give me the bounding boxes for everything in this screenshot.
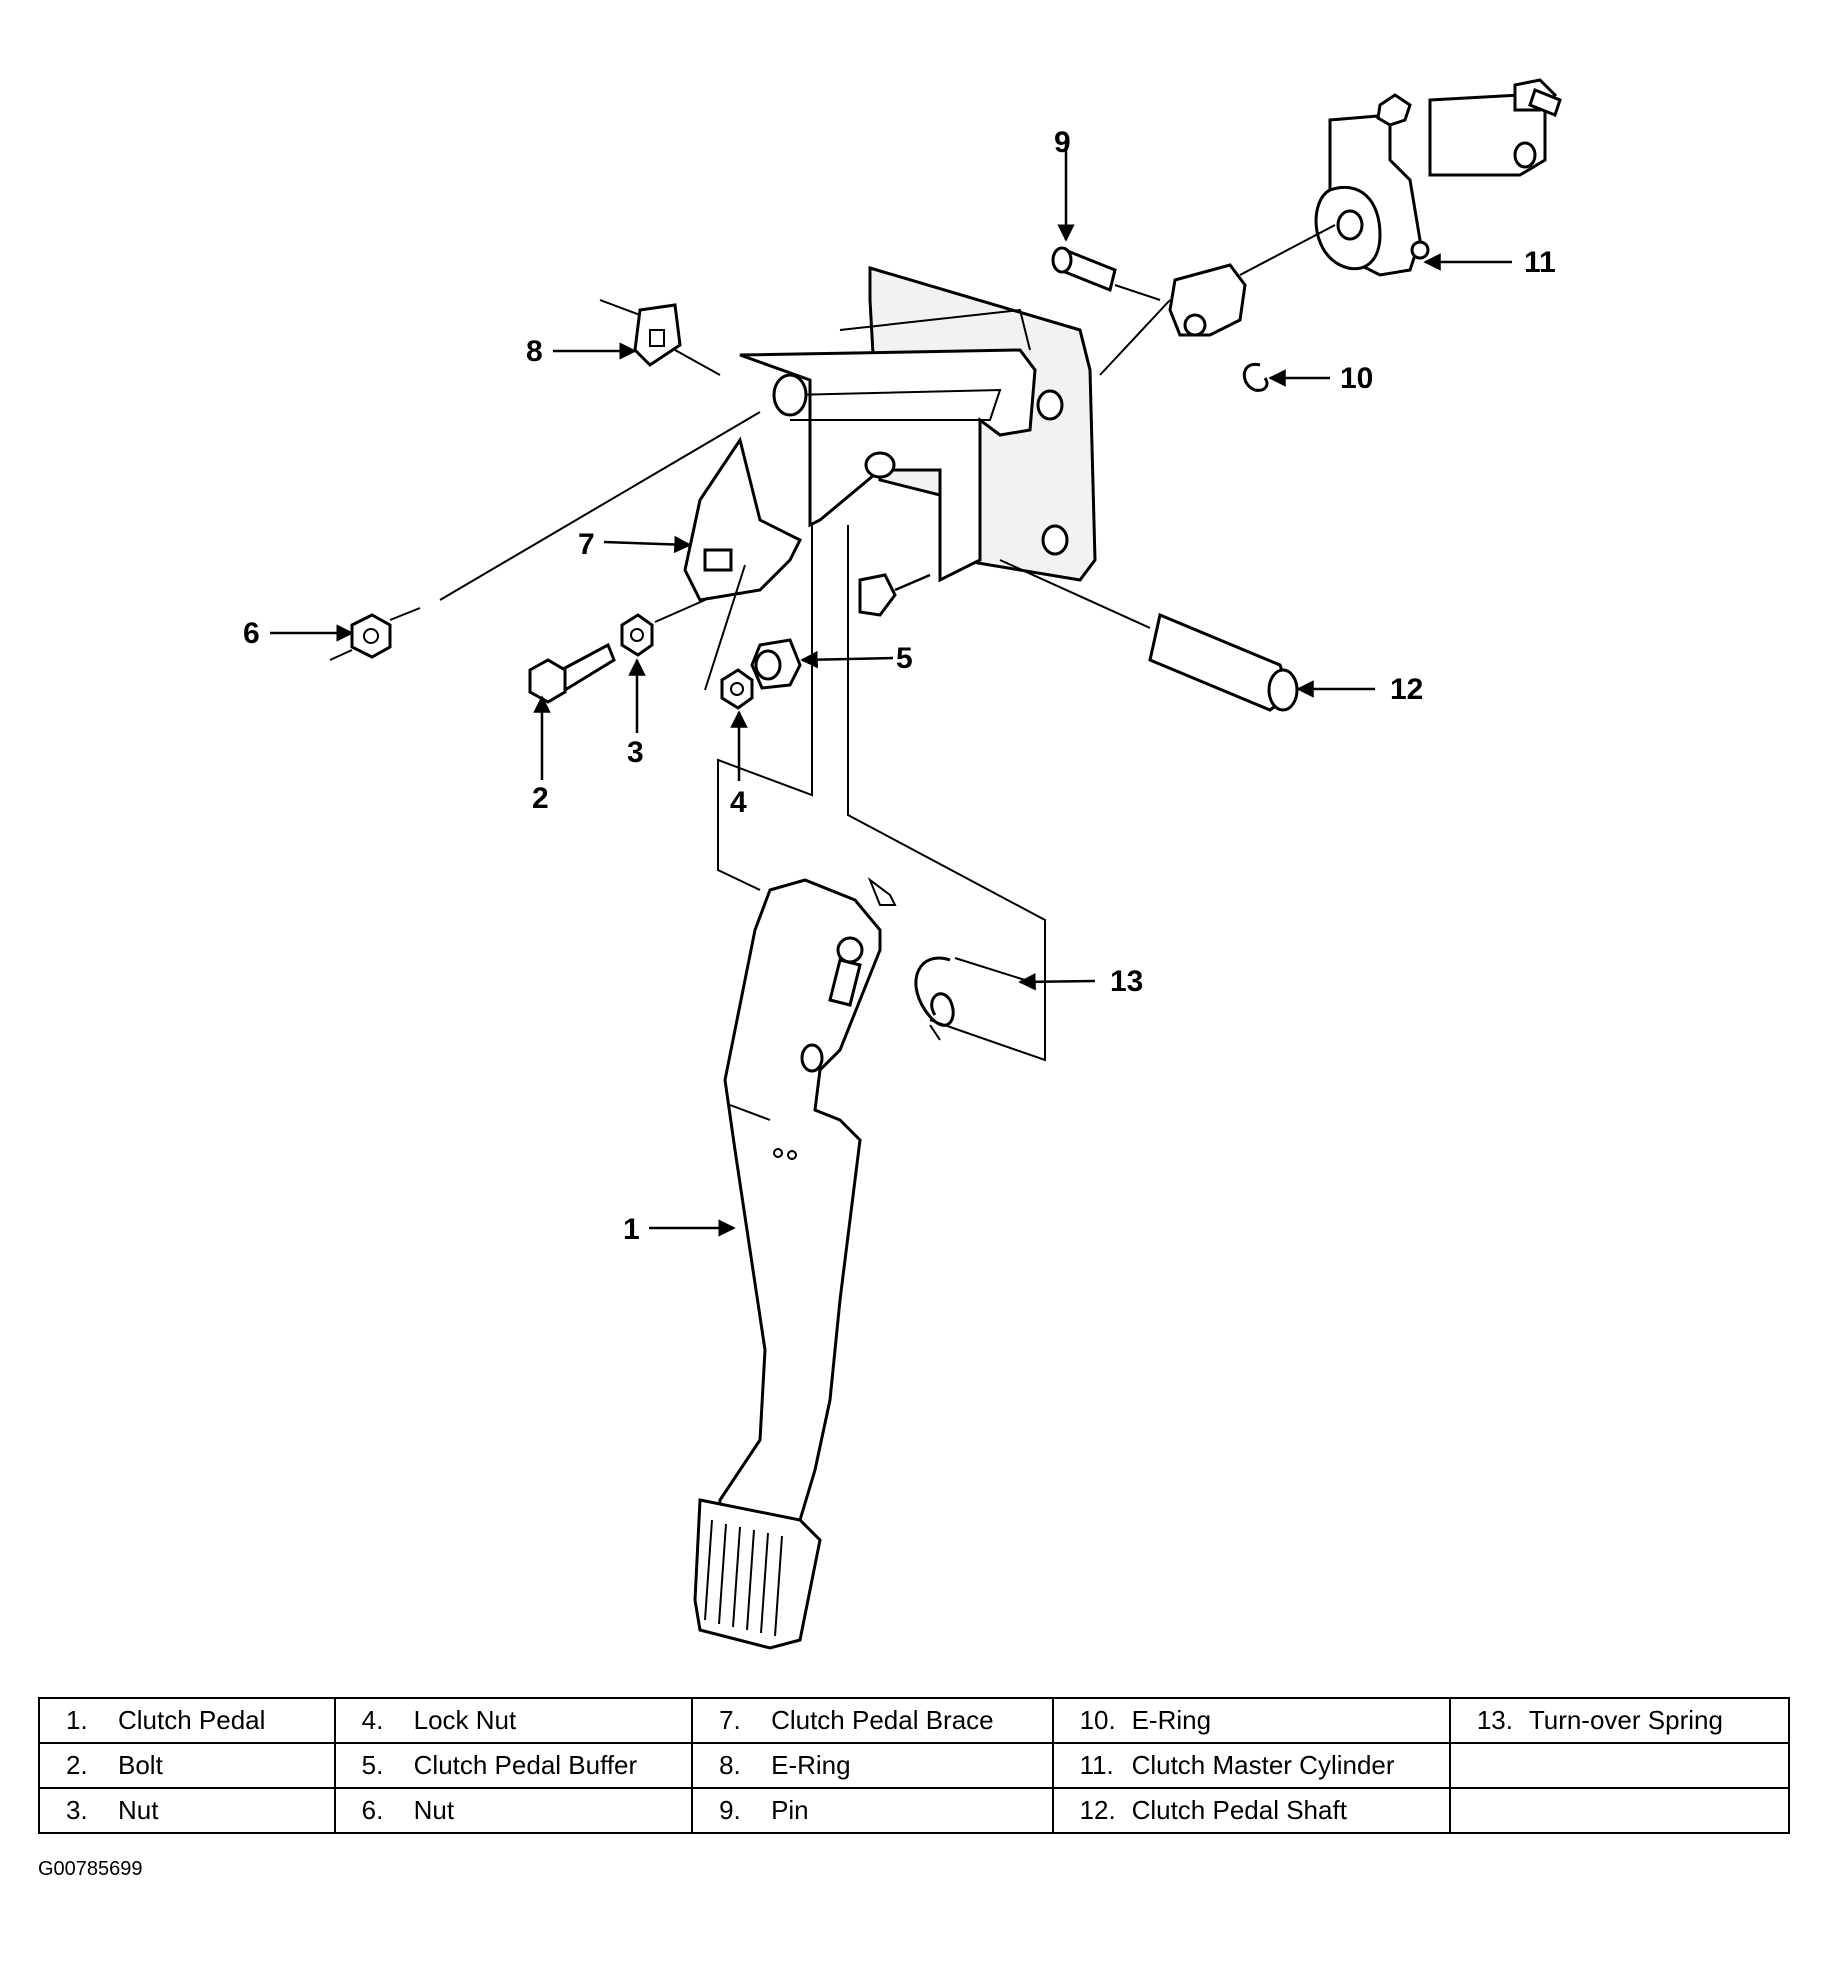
legend-cell: 8. E-Ring [691,1742,1054,1789]
callout-4: 4 [730,786,747,819]
callout-2: 2 [532,782,549,815]
legend-item-label: E-Ring [771,1750,851,1780]
callout-13: 13 [1110,965,1143,998]
legend-cell: 4. Lock Nut [333,1697,694,1744]
legend-item-number: 2. [66,1750,88,1780]
callout-11: 11 [1524,246,1556,279]
clutch-pedal [693,877,897,1650]
legend-item-number: 12. [1079,1795,1116,1825]
legend-item-label: Clutch Pedal Shaft [1131,1795,1347,1825]
legend-item-label: Clutch Master Cylinder [1131,1750,1395,1780]
legend-cell: 12. Clutch Pedal Shaft [1051,1787,1451,1834]
legend-cell: 7. Clutch Pedal Brace [691,1697,1054,1744]
callout-10: 10 [1340,362,1373,395]
legend-item-number: 4. [361,1705,384,1735]
legend-cell [1448,1742,1791,1789]
legend-cell: 10. E-Ring [1051,1697,1451,1744]
legend-cell: 11. Clutch Master Cylinder [1051,1742,1451,1789]
assembly-guide-lines [717,525,1046,1062]
nut-6-part [329,411,761,661]
legend-item-label: Turn-over Spring [1528,1705,1723,1735]
callout-8: 8 [526,335,543,368]
legend-cell: 13. Turn-over Spring [1448,1697,1791,1744]
legend-item-number: 11. [1079,1750,1114,1780]
legend-item-number: 10. [1079,1705,1116,1735]
clutch-pedal-brace [683,436,803,691]
legend-item-label: Clutch Pedal [118,1705,266,1735]
callout-1: 1 [623,1213,640,1246]
legend-item-label: E-Ring [1131,1705,1212,1735]
e-ring-8-part [599,299,721,376]
legend-item-number: 8. [719,1750,741,1780]
legend-item-number: 6. [361,1795,384,1825]
legend-item-label: Clutch Pedal Brace [771,1705,994,1735]
legend-cell: 6. Nut [333,1787,694,1834]
turn-over-spring [914,956,1026,1041]
figure-id: G00785699 [38,1858,143,1880]
nut-3-part [620,599,706,657]
pedal-buffer-5-part [750,638,802,690]
callout-7: 7 [578,528,595,561]
callout-5: 5 [896,642,913,675]
pin-part [1051,246,1161,301]
clutch-master-cylinder [1099,78,1562,376]
legend-cell: 5. Clutch Pedal Buffer [333,1742,694,1789]
clutch-pedal-shaft-part [999,559,1299,712]
legend-item-label: Pin [771,1795,809,1825]
bolt-part [528,642,616,704]
legend-row: 2. Bolt 5. Clutch Pedal Buffer 8. E-Ring 11. Cl… [38,1742,1791,1789]
legend-item-label: Nut [118,1795,159,1825]
parts-legend-table: 1. Clutch Pedal 4. Lock Nut 7. Clutch Pedal B… [38,1697,1791,1834]
legend-item-number: 3. [66,1795,88,1825]
legend-item-label: Nut [413,1795,455,1825]
legend-item-label: Lock Nut [413,1705,517,1735]
callout-3: 3 [627,736,644,769]
legend-item-label: Clutch Pedal Buffer [413,1750,638,1780]
callout-9: 9 [1054,126,1071,159]
legend-cell: 3. Nut [38,1787,336,1834]
legend-item-number: 1. [66,1705,88,1735]
legend-row: 1. Clutch Pedal 4. Lock Nut 7. Clutch Pedal B… [38,1697,1791,1744]
lock-nut-4-part [720,668,754,710]
legend-cell: 2. Bolt [38,1742,336,1789]
legend-row: 3. Nut 6. Nut 9. Pin 12. Clutch Pedal Shaft [38,1787,1791,1834]
callout-6: 6 [243,617,260,650]
callout-leaders [270,143,1512,1237]
legend-cell: 1. Clutch Pedal [38,1697,336,1744]
legend-cell [1448,1787,1791,1834]
legend-item-number: 13. [1476,1705,1513,1735]
legend-item-number: 7. [719,1705,741,1735]
legend-item-number: 5. [361,1750,384,1780]
legend-cell: 9. Pin [691,1787,1054,1834]
pedal-bracket [739,265,1097,617]
legend-item-label: Bolt [118,1750,163,1780]
callout-12: 12 [1390,673,1423,706]
legend-item-number: 9. [719,1795,741,1825]
e-ring-10-part [1242,362,1269,392]
